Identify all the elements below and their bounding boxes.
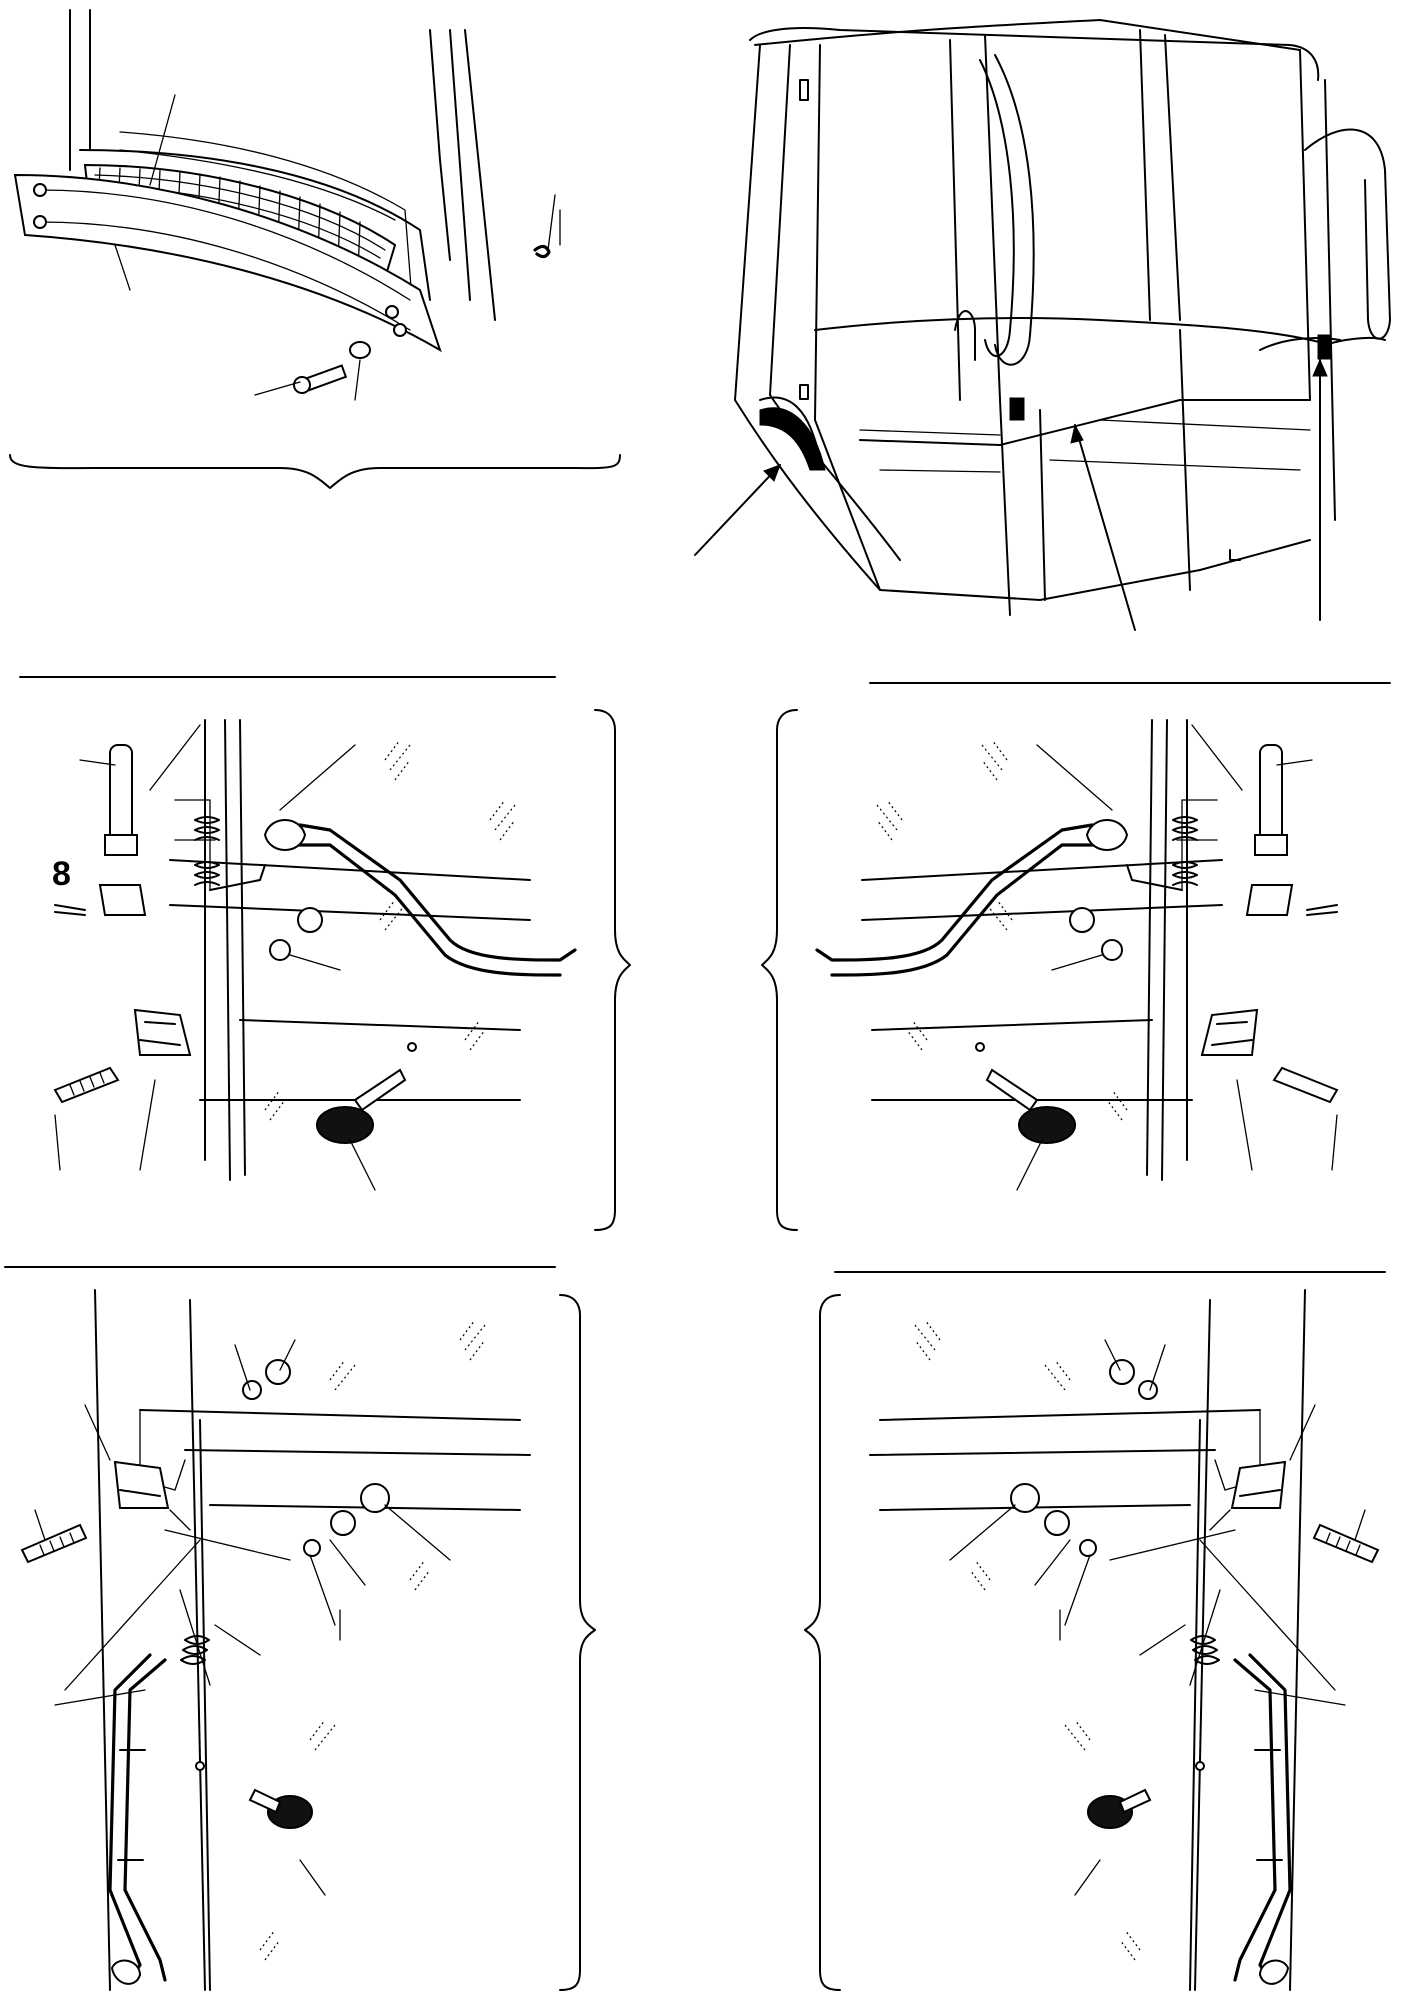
knob-screw	[196, 1762, 312, 1828]
arrow-to-left-latch	[1071, 425, 1135, 630]
bushing-set	[304, 1484, 389, 1556]
cab-overview	[695, 20, 1390, 630]
handle-latch-detail-right	[805, 1290, 1378, 1990]
door-retainer-detail-left: 8	[52, 710, 630, 1230]
handle-spring	[181, 1636, 209, 1664]
gas-strut	[105, 745, 137, 855]
vent-cover-plate	[15, 175, 440, 350]
arrow-to-right-latch	[1313, 360, 1327, 620]
clip-icon	[535, 246, 549, 256]
pivot-pin	[55, 905, 85, 915]
retainer-arm	[265, 820, 575, 975]
upper-nut-washer	[243, 1360, 290, 1399]
nut-and-washer	[270, 908, 322, 960]
latch-bracket	[135, 1010, 190, 1055]
latch-bolt	[55, 1068, 118, 1102]
arrow-to-seal	[695, 465, 780, 555]
handle-latch-detail-left	[22, 1290, 595, 1990]
retainer-springs	[195, 817, 265, 890]
latch-bolt	[22, 1525, 86, 1562]
cover-screw	[294, 342, 370, 393]
vent-filter-panel-detail	[10, 10, 620, 488]
knob-screw	[317, 1043, 416, 1143]
grab-handle	[110, 1655, 165, 1984]
latch-bracket	[115, 1462, 168, 1508]
door-retainer-detail-right	[762, 710, 1337, 1230]
callout-label-8: 8	[52, 855, 71, 893]
